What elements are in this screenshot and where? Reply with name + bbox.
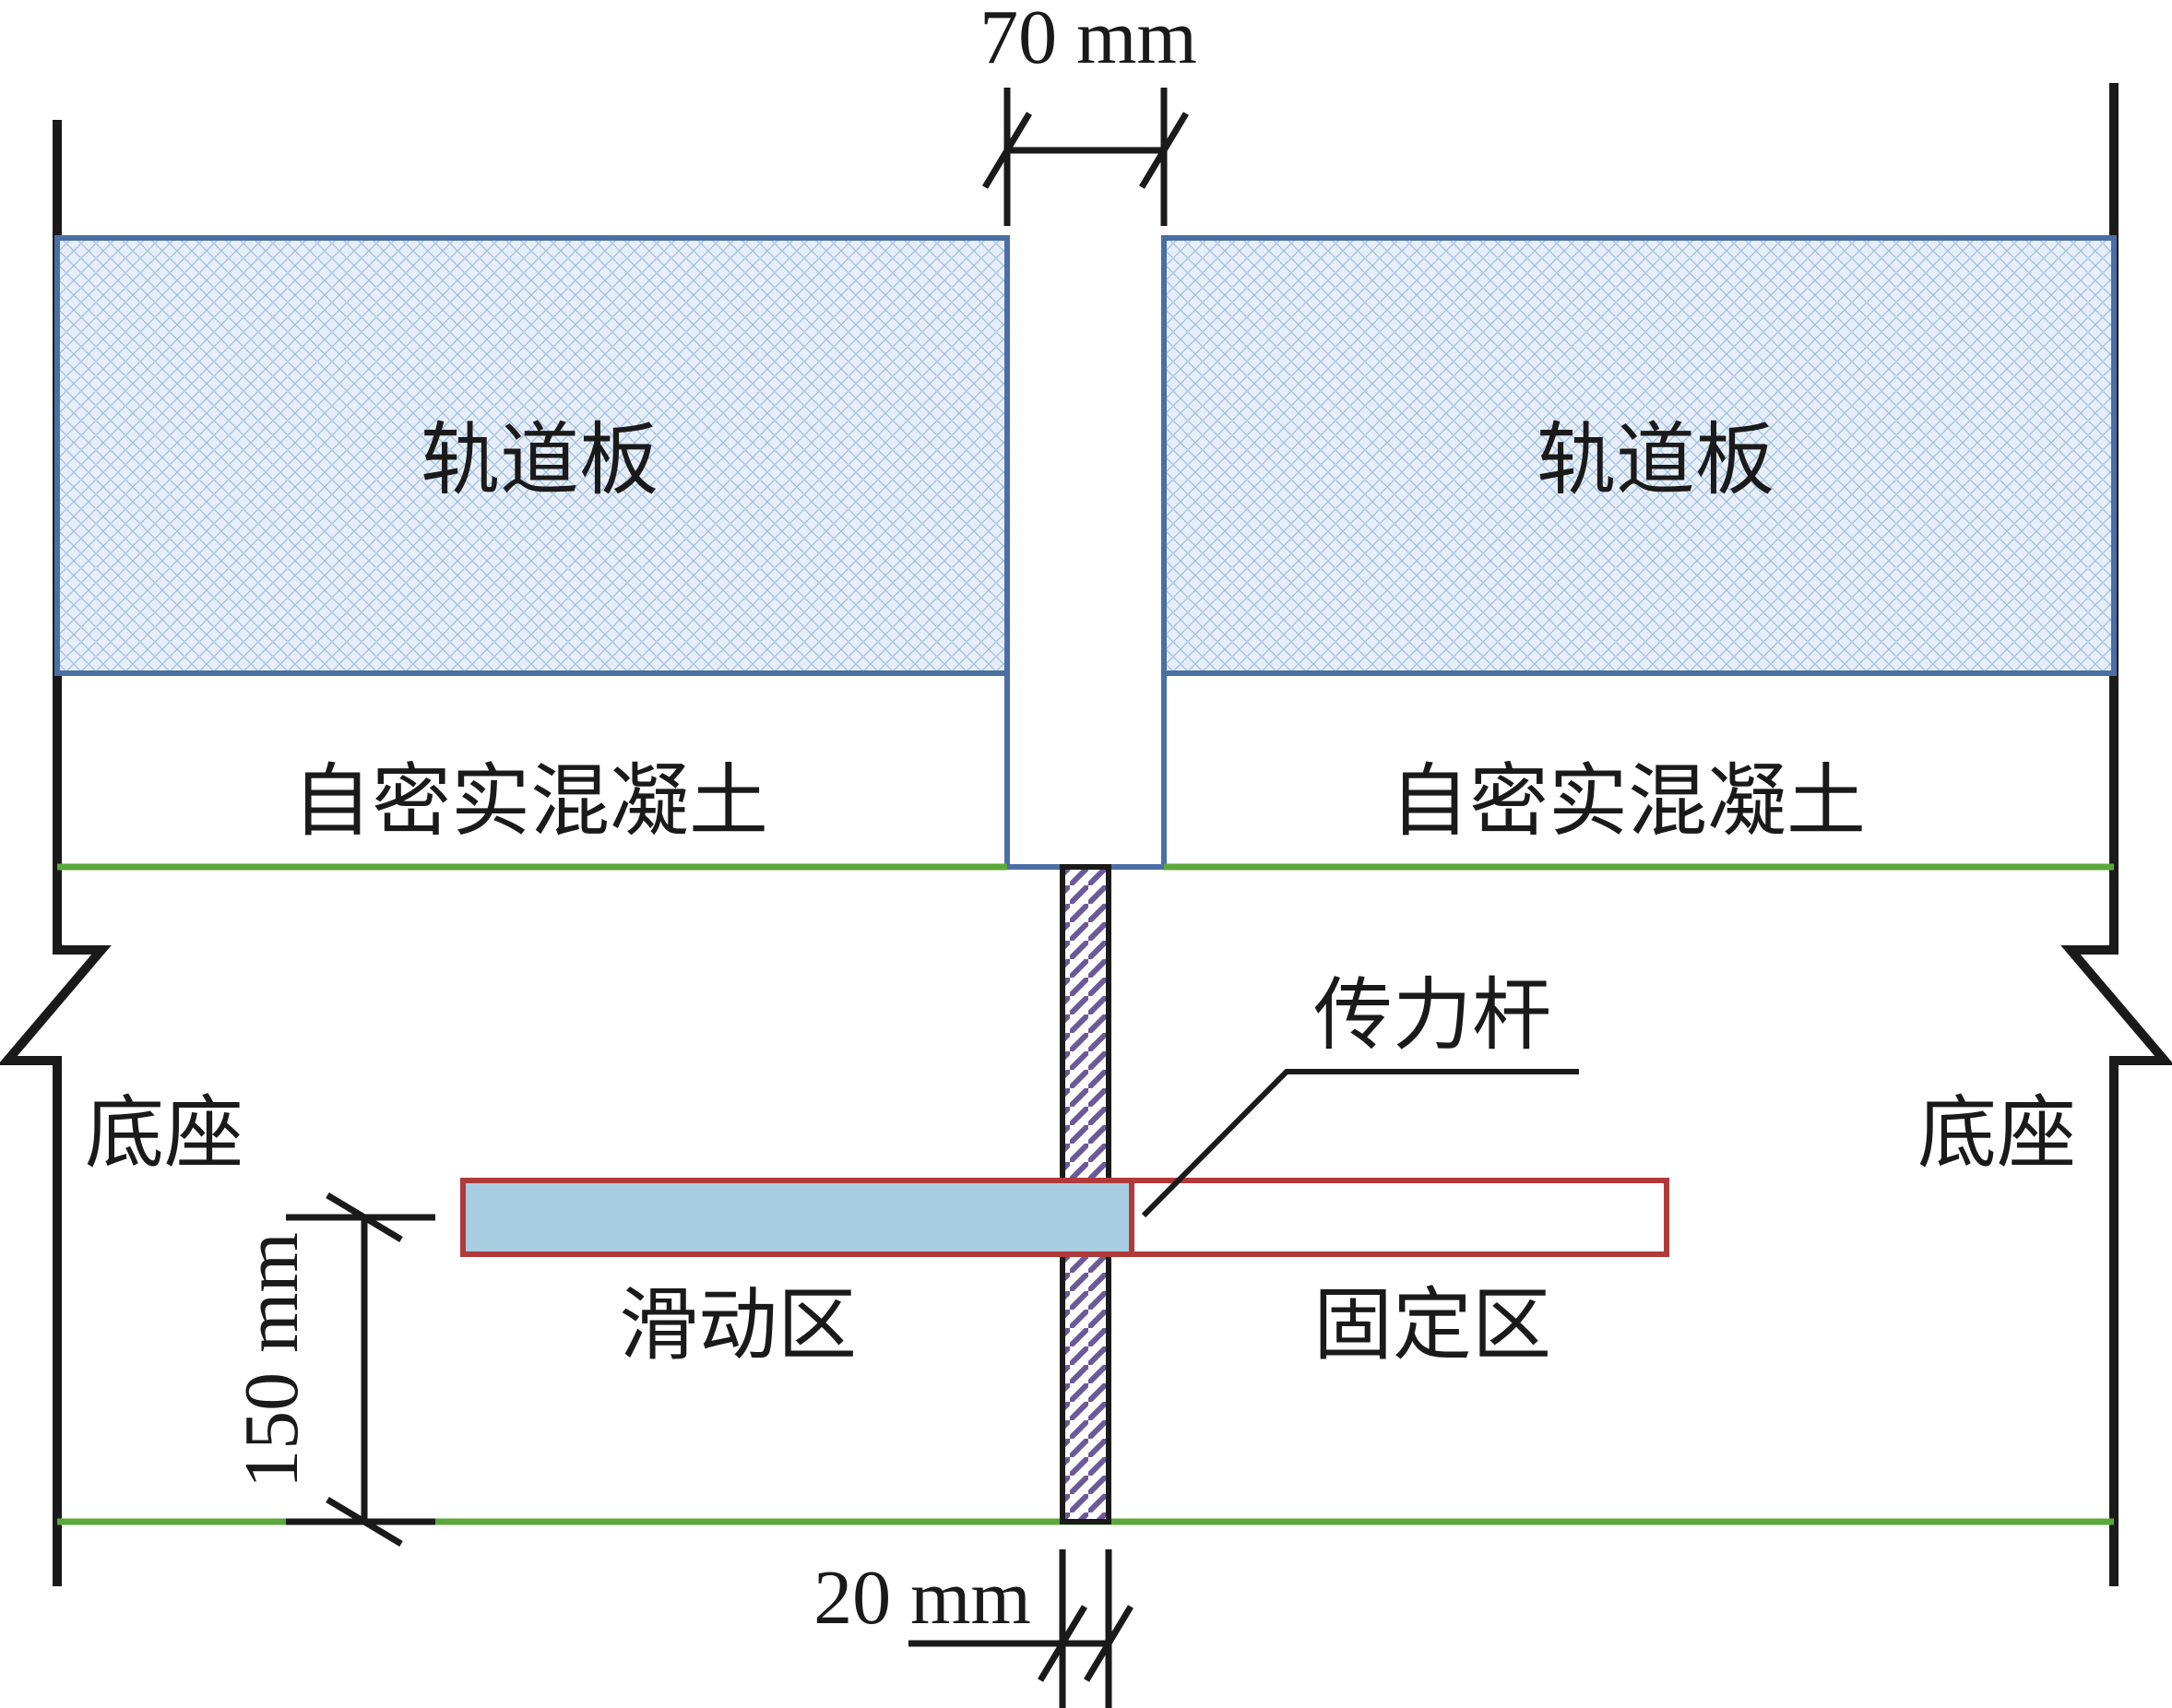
- joint-dim-tick-left: [1037, 1605, 1088, 1682]
- base-left-label: 底座: [85, 1087, 243, 1180]
- dowel-bar-label: 传力杆: [1313, 969, 1551, 1062]
- dowel-bar-fixed-part: [1129, 1178, 1669, 1257]
- joint-dim-tick-right: [1083, 1605, 1134, 1682]
- depth-dim-tick-bottom: [326, 1496, 403, 1548]
- scc-right-label: 自密实混凝土: [1390, 755, 1866, 848]
- track-slab-left-label: 轨道板: [421, 414, 659, 506]
- base-right-label: 底座: [1917, 1087, 2076, 1180]
- track-slab-left: [54, 235, 1010, 676]
- sliding-zone-label: 滑动区: [619, 1279, 857, 1371]
- gap-dim-tick-right: [1138, 112, 1190, 189]
- depth-label: 150 mm: [229, 1232, 315, 1489]
- fixed-zone-label: 固定区: [1313, 1279, 1551, 1371]
- track-slab-right: [1161, 235, 2117, 676]
- gap-dim-tick-left: [981, 112, 1033, 189]
- dowel-bar-sliding-part: [460, 1178, 1134, 1257]
- dowel-bar-leader: [1141, 1069, 1579, 1218]
- gap-width-label: 70 mm: [979, 0, 1197, 80]
- track-slab-right-label: 轨道板: [1537, 414, 1774, 506]
- depth-dim-tick-top: [326, 1192, 403, 1243]
- gap-outline: [1004, 238, 1167, 870]
- joint-width-label: 20 mm: [813, 1555, 1031, 1641]
- right-boundary-line: [2060, 83, 2172, 1586]
- left-boundary-line: [0, 120, 112, 1586]
- scc-left-label: 自密实混凝土: [292, 755, 768, 848]
